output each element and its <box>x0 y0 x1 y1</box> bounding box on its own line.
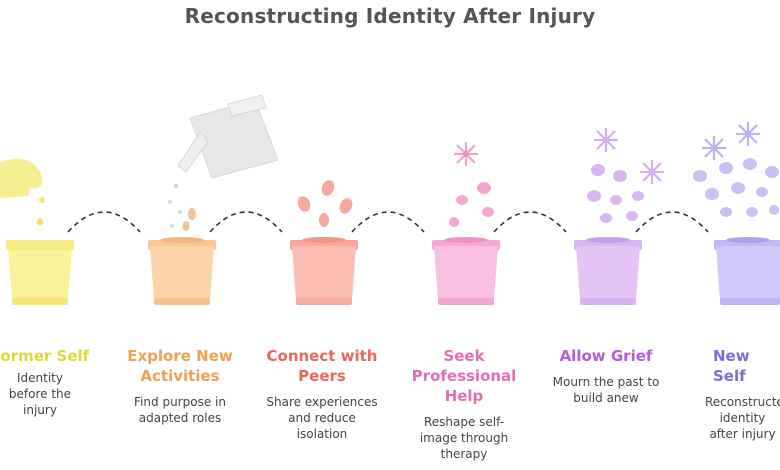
step-description: Share experiences and reduce isolation <box>266 395 378 441</box>
step-description: Reconstructed identity after injury <box>705 395 780 441</box>
seed-icon <box>36 218 44 226</box>
pot-3-soil <box>302 237 346 243</box>
pot-6-group <box>693 122 780 305</box>
seed-icon <box>39 197 45 203</box>
pot-2-soil <box>160 237 204 243</box>
pot-5-group <box>574 128 664 305</box>
seeds-icon <box>449 182 494 227</box>
flower-icon <box>594 128 664 184</box>
step-description: Identity before the injury <box>8 371 72 417</box>
step-explore-new-activities: Explore New Activities Find purpose in a… <box>105 346 255 426</box>
flower-center-icon <box>463 151 469 157</box>
pot-2-group <box>148 94 279 305</box>
pot-1-group <box>0 158 74 305</box>
seeds-icon <box>693 158 779 217</box>
connector-arcs <box>67 211 709 233</box>
step-description: Mourn the past to build anew <box>552 375 660 405</box>
pot-2-base <box>154 298 210 305</box>
pot-2 <box>150 246 214 300</box>
step-connect-with-peers: Connect with Peers Share experiences and… <box>247 346 397 442</box>
step-heading: Allow Grief <box>559 347 653 365</box>
watering-can-icon <box>177 94 279 179</box>
step-description: Reshape self-image through therapy <box>419 415 509 461</box>
water-drops-icon <box>168 184 182 228</box>
pot-4-soil <box>444 237 488 243</box>
step-seek-professional-help: Seek Professional Help Reshape self-imag… <box>389 346 539 462</box>
connector-arc-2 <box>209 211 283 233</box>
seeds-icon <box>587 164 644 223</box>
connector-arc-5 <box>635 211 709 233</box>
pot-1 <box>8 246 72 300</box>
step-heading: New Self <box>713 347 750 385</box>
step-heading: Explore New Activities <box>127 347 233 385</box>
pot-5-base <box>580 298 636 305</box>
step-new-self: New Self Reconstructed identity after in… <box>665 346 780 442</box>
step-former-self: Former Self Identity before the injury <box>0 346 115 418</box>
pot-3 <box>292 246 356 300</box>
seed-icon <box>182 221 190 231</box>
step-description: Find purpose in adapted roles <box>134 395 226 425</box>
connector-arc-1 <box>67 211 141 233</box>
pot-3-base <box>296 298 352 305</box>
pot-3-group <box>290 180 358 305</box>
pot-1-band <box>6 240 74 250</box>
step-heading: Seek Professional Help <box>411 347 517 405</box>
seeds-icon <box>297 180 353 227</box>
pot-4-base <box>438 298 494 305</box>
pot-6-soil <box>726 237 770 243</box>
pot-4-group <box>432 142 500 305</box>
pot-5 <box>576 246 640 300</box>
diagram-title: Reconstructing Identity After Injury <box>184 4 596 28</box>
seed-icon <box>188 208 196 220</box>
connector-arc-3 <box>351 211 425 233</box>
pot-6-base <box>720 298 780 305</box>
step-heading: Former Self <box>0 347 90 365</box>
step-heading: Connect with Peers <box>266 347 378 385</box>
pot-1-base <box>12 298 68 305</box>
hand-icon <box>0 158 43 198</box>
pot-5-soil <box>586 237 630 243</box>
step-allow-grief: Allow Grief Mourn the past to build anew <box>531 346 681 406</box>
pot-6 <box>716 246 780 300</box>
flower-icon <box>702 122 760 160</box>
pot-4 <box>434 246 498 300</box>
connector-arc-4 <box>493 211 567 233</box>
